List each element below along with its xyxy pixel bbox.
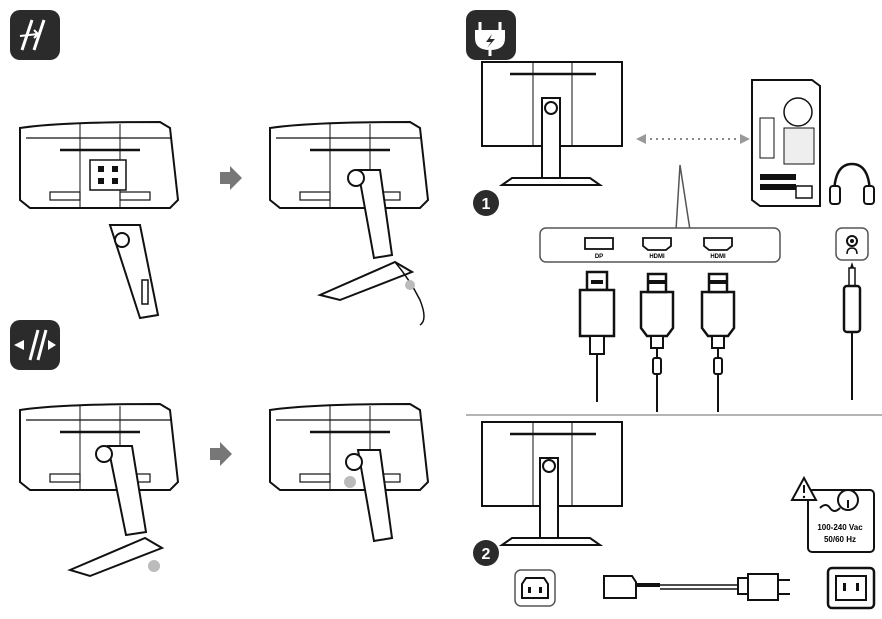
monitor-with-stand-detach-1	[18, 402, 180, 578]
port-label-hdmi-2: HDMI	[710, 254, 726, 260]
ac-inlet-icon	[514, 569, 556, 607]
power-rating-panel: 100-240 Vac 50/60 Hz	[807, 489, 875, 553]
dp-port-icon: DP	[584, 237, 614, 260]
headphone-icon	[829, 162, 875, 205]
arrow-right-icon-2	[210, 442, 232, 466]
detach-arrows-icon	[10, 320, 60, 370]
monitor-with-stand-detach-2	[268, 402, 430, 543]
callout-pointer	[542, 164, 778, 231]
power-frequency: 50/60 Hz	[824, 535, 856, 544]
audio-cable-icon	[842, 262, 862, 400]
power-plug-icon	[466, 10, 516, 60]
power-voltage: 100-240 Vac	[817, 523, 863, 532]
ports-panel: DP HDMI HDMI	[539, 227, 781, 263]
wall-socket-icon	[826, 566, 876, 610]
stand-neck-detached	[108, 224, 160, 320]
step-1-number: 1	[482, 196, 491, 213]
step-1-badge: 1	[473, 190, 499, 216]
step-2-number: 2	[482, 546, 491, 563]
connection-dotted-arrow	[636, 134, 750, 144]
warning-icon	[790, 475, 818, 501]
monitor-back-step1	[481, 61, 623, 186]
arrow-right-icon	[220, 166, 242, 190]
monitor-with-stand-attached	[268, 120, 430, 326]
port-label-dp: DP	[595, 254, 603, 260]
dp-cable-icon	[578, 270, 616, 402]
hdmi-port-icon-1: HDMI	[642, 237, 672, 260]
hdmi-cable-icon-2	[700, 272, 736, 414]
monitor-back-step2	[481, 421, 623, 546]
attach-arrow-icon	[10, 10, 60, 60]
step-2-badge: 2	[473, 540, 499, 566]
port-label-hdmi-1: HDMI	[649, 254, 665, 260]
hdmi-cable-icon-1	[639, 272, 675, 414]
audio-jack-panel	[835, 227, 869, 261]
monitor-back-vesa	[18, 120, 180, 210]
hdmi-port-icon-2: HDMI	[703, 237, 733, 260]
power-cord-icon	[603, 573, 790, 601]
pc-tower	[751, 79, 821, 207]
